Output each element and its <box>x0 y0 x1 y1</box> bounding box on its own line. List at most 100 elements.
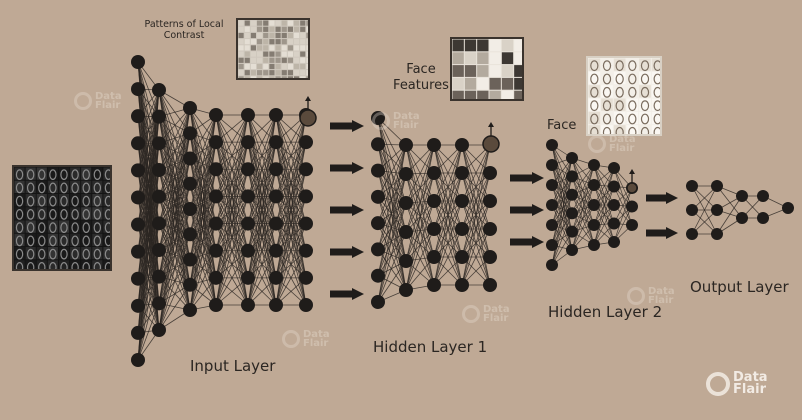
output-layer-node <box>686 228 698 240</box>
connection <box>215 114 249 197</box>
connection <box>405 228 435 291</box>
connection <box>571 176 595 206</box>
texture-cell <box>275 32 281 39</box>
connection <box>158 259 191 331</box>
hidden-layer-2-node <box>546 199 558 211</box>
face-shape <box>60 222 68 233</box>
texture-cell <box>281 70 287 76</box>
texture-cell <box>103 167 110 180</box>
texture-cell <box>613 71 626 85</box>
face-shape <box>26 248 35 260</box>
texture-cell <box>281 76 287 78</box>
connection <box>593 184 615 243</box>
texture-cell <box>613 58 626 71</box>
connection <box>137 116 160 361</box>
texture-cell <box>70 207 81 220</box>
hidden-layer-1-node <box>427 194 441 208</box>
output-layer-node <box>757 190 769 202</box>
texture-cell <box>269 70 275 76</box>
face-shape <box>15 182 24 194</box>
texture-cell <box>651 85 660 98</box>
texture-cell <box>244 57 250 63</box>
connection <box>551 144 573 214</box>
face-shape <box>60 169 68 180</box>
texture-cell <box>306 45 308 51</box>
texture-cell <box>58 260 70 269</box>
texture-cell <box>250 63 256 70</box>
texture-cell <box>287 57 293 63</box>
texture-cell <box>287 51 293 57</box>
texture-cell <box>250 20 256 26</box>
input-layer-node <box>241 135 255 150</box>
hidden-layer-1-node <box>455 250 469 264</box>
texture-cell <box>92 260 103 269</box>
texture-cell <box>25 180 36 193</box>
connection <box>613 187 633 224</box>
hidden-layer-2-node <box>566 152 578 164</box>
brand-ring-icon <box>706 372 730 396</box>
output-layer-node <box>686 204 698 216</box>
texture-cell <box>81 167 92 180</box>
face-shape <box>628 100 637 112</box>
texture-cell <box>281 20 287 26</box>
input-layer-node <box>209 162 223 177</box>
texture-cell <box>70 220 81 233</box>
connection <box>405 256 435 291</box>
hidden-layer-1-node <box>371 242 385 257</box>
texture-cell <box>25 233 36 246</box>
input-layer-node <box>269 270 283 285</box>
connection <box>571 157 595 226</box>
texture-cell <box>47 180 58 193</box>
texture-cell <box>281 39 287 45</box>
face-shape <box>640 60 650 72</box>
texture-cell <box>275 76 281 78</box>
face-shape <box>26 235 35 247</box>
connection <box>189 223 217 311</box>
texture-cell <box>244 39 250 45</box>
input-layer-node <box>131 325 145 340</box>
texture-cell <box>47 207 58 220</box>
texture-cell <box>514 39 522 52</box>
connection <box>189 250 217 311</box>
texture-cell <box>250 57 256 63</box>
face-shape <box>71 235 79 247</box>
texture-cell <box>477 77 489 90</box>
input-layer-node <box>183 252 197 267</box>
face-shape <box>71 262 79 269</box>
texture-cell <box>601 125 613 134</box>
hidden-layer-1-node <box>455 138 469 152</box>
texture-cell <box>70 247 81 260</box>
input-layer-node <box>299 243 313 258</box>
connection <box>551 213 573 266</box>
input-layer-node <box>131 353 145 367</box>
face-shape <box>71 248 79 260</box>
connection <box>377 196 407 262</box>
face-shape <box>71 222 79 233</box>
input-layer-node <box>299 189 313 204</box>
texture-cell <box>269 20 275 26</box>
texture-cell <box>58 247 70 260</box>
texture-cell <box>263 32 269 39</box>
texture-cell <box>58 207 70 220</box>
texture-cell <box>601 71 613 85</box>
texture-cell <box>613 98 626 111</box>
texture-cell <box>58 167 70 180</box>
texture-cell <box>92 167 103 180</box>
face-shape <box>628 113 637 125</box>
texture-cell <box>464 90 477 99</box>
texture-cell <box>626 71 639 85</box>
texture-cell <box>103 220 110 233</box>
input-layer-node <box>152 296 166 311</box>
texture-cell <box>257 20 263 26</box>
texture-cell <box>58 194 70 207</box>
hidden-layer-2-node <box>546 259 558 271</box>
texture-cell <box>275 70 281 76</box>
face-shape <box>640 73 650 85</box>
input-layer-node <box>183 227 197 242</box>
face-shape <box>602 86 612 98</box>
flow-arrow <box>510 204 544 216</box>
input-layer-node <box>241 216 255 231</box>
connection <box>551 157 573 206</box>
